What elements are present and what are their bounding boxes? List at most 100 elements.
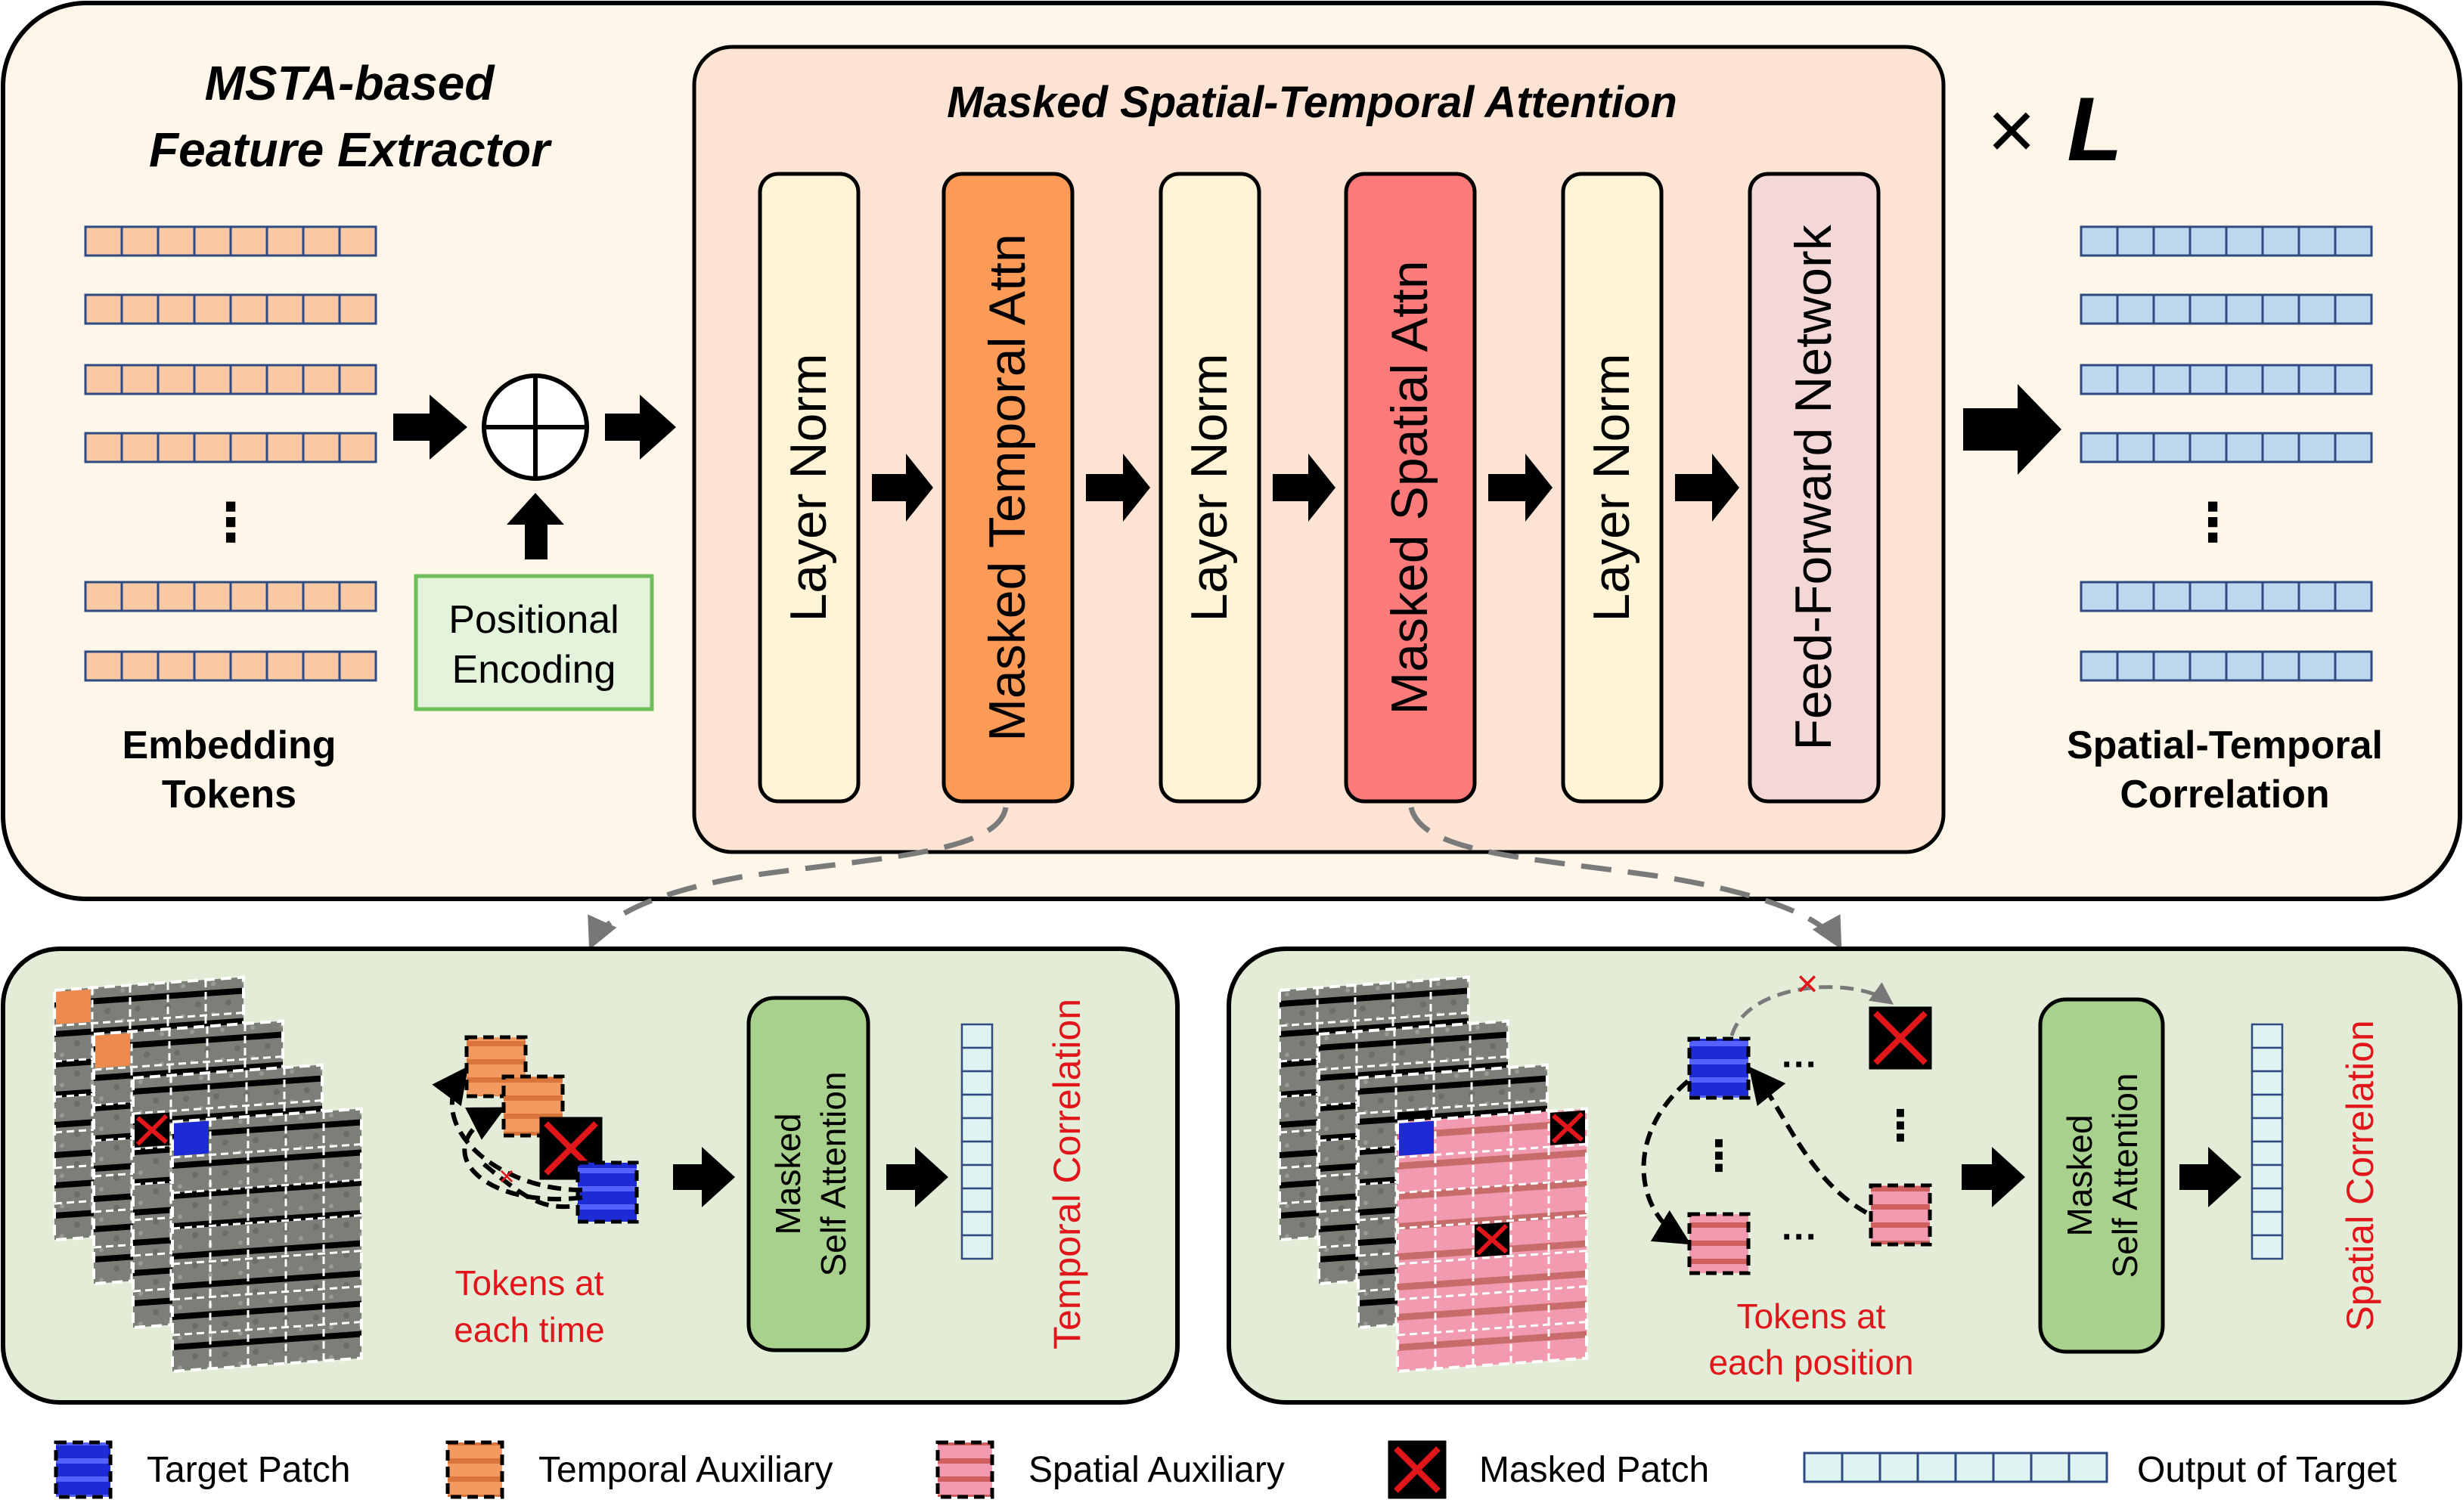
spatial-attn-label-line2: Self Attention <box>2105 1073 2145 1278</box>
token-cell <box>229 293 268 325</box>
token-cell <box>338 225 377 257</box>
extractor-title-line2: Feature Extractor <box>149 122 552 177</box>
output-cell <box>960 1187 994 1213</box>
output-cell <box>2251 1210 2284 1237</box>
output-cell <box>2251 1070 2284 1096</box>
legend-target-swatch <box>54 1440 113 1499</box>
token-cell <box>2297 650 2337 682</box>
token-cell <box>84 432 123 463</box>
output-token-row <box>2080 225 2373 257</box>
spatial-attn-label-line1: Masked <box>2060 1114 2099 1236</box>
token-cell <box>2261 364 2300 395</box>
token-cell <box>2188 432 2228 463</box>
msta-block-label: Layer Norm <box>780 353 837 621</box>
legend: Target Patch Temporal Auxiliary Spatial … <box>54 1440 2396 1499</box>
arrow-positional-to-adder <box>507 493 564 559</box>
positional-encoding-box <box>414 574 654 711</box>
msta-blocks: Layer Norm Masked Temporal Attn Layer Norm… <box>758 172 1881 804</box>
spatial-target-token <box>1687 1036 1751 1100</box>
msta-block: Layer Norm <box>1159 172 1261 804</box>
token-cell <box>193 293 232 325</box>
token-cell <box>2080 650 2119 682</box>
arrow-adder-to-msta <box>605 395 676 460</box>
token-cell <box>2334 293 2373 325</box>
msta-block-box <box>758 172 861 804</box>
legend-output-swatch <box>1803 1452 2108 1483</box>
token-cell <box>265 432 305 463</box>
block-arrow <box>1488 454 1553 522</box>
msta-block-box <box>1159 172 1261 804</box>
token-cell <box>302 581 341 612</box>
repeat-L: L <box>2067 79 2122 180</box>
token-cell <box>193 225 232 257</box>
token-cell <box>2334 581 2373 612</box>
spatial-aux-token-1 <box>1687 1212 1751 1275</box>
msta-block-box <box>1748 172 1881 804</box>
arrow-embedding-to-adder <box>393 395 467 460</box>
token-cell <box>2225 364 2264 395</box>
token-cell <box>265 650 305 682</box>
token-cell <box>229 432 268 463</box>
token-cell <box>2297 364 2337 395</box>
token-cell <box>84 225 123 257</box>
token-cell <box>302 225 341 257</box>
msta-block-box <box>941 172 1075 804</box>
token-cell <box>229 364 268 395</box>
temporal-token-cluster: × <box>432 1035 639 1224</box>
output-cell <box>960 1117 994 1143</box>
token-cell <box>2297 225 2337 257</box>
spatial-attn-box <box>2038 997 2165 1354</box>
msta-block-label: Masked Temporal Attn <box>979 234 1036 742</box>
token-cell <box>338 364 377 395</box>
embedding-label-line2: Tokens <box>162 773 296 816</box>
token-cell <box>157 293 196 325</box>
token-cell <box>338 581 377 612</box>
positional-label-line1: Positional <box>448 598 619 642</box>
token-cell <box>2188 581 2228 612</box>
token-cell <box>302 432 341 463</box>
temporal-attn-label-line2: Self Attention <box>814 1071 853 1276</box>
token-cell <box>193 364 232 395</box>
spatial-tokens-label-line1: Tokens at <box>1737 1297 1886 1336</box>
token-cell <box>157 225 196 257</box>
legend-output-cell <box>1878 1452 1919 1483</box>
output-cell <box>960 1023 994 1049</box>
legend-output-cell <box>1954 1452 1995 1483</box>
msta-block: Masked Spatial Attn <box>1344 172 1477 804</box>
embedding-dots: ⋮ <box>204 493 257 552</box>
token-cell <box>193 581 232 612</box>
token-cell <box>2080 581 2119 612</box>
token-cell <box>2188 293 2228 325</box>
token-cell <box>2152 364 2192 395</box>
output-cell <box>960 1070 994 1096</box>
embedding-label-line1: Embedding <box>122 723 336 767</box>
token-cell <box>2116 293 2155 325</box>
token-cell <box>229 650 268 682</box>
token-cell <box>2152 293 2192 325</box>
temporal-attn-label-line1: Masked <box>768 1113 808 1235</box>
output-token-row <box>2080 364 2373 395</box>
msta-block-label: Masked Spatial Attn <box>1381 260 1438 714</box>
output-cell <box>2251 1140 2284 1167</box>
token-cell <box>2152 432 2192 463</box>
token-cell <box>2334 650 2373 682</box>
temporal-tokens-label-line2: each time <box>454 1310 604 1349</box>
output-cell <box>2251 1234 2284 1260</box>
repeat-times-symbol: × <box>1987 84 2036 177</box>
output-label-line1: Spatial-Temporal <box>2067 723 2383 767</box>
svg-text:···: ··· <box>1782 1217 1818 1257</box>
token-cell <box>265 364 305 395</box>
output-dots: ⋮ <box>2186 493 2239 552</box>
legend-output-cell <box>1916 1452 1957 1483</box>
spatial-output-label: Spatial Correlation <box>2339 1020 2381 1331</box>
embedding-token-row <box>84 364 377 395</box>
token-cell <box>2188 650 2228 682</box>
svg-text:×: × <box>498 1160 514 1191</box>
legend-output-cell <box>1841 1452 1881 1483</box>
positional-label-line2: Encoding <box>452 648 616 692</box>
spatial-frame <box>1396 1107 1588 1374</box>
token-cell <box>302 364 341 395</box>
msta-block: Layer Norm <box>1561 172 1664 804</box>
legend-masked-label: Masked Patch <box>1479 1450 1709 1490</box>
output-cell <box>2251 1093 2284 1120</box>
